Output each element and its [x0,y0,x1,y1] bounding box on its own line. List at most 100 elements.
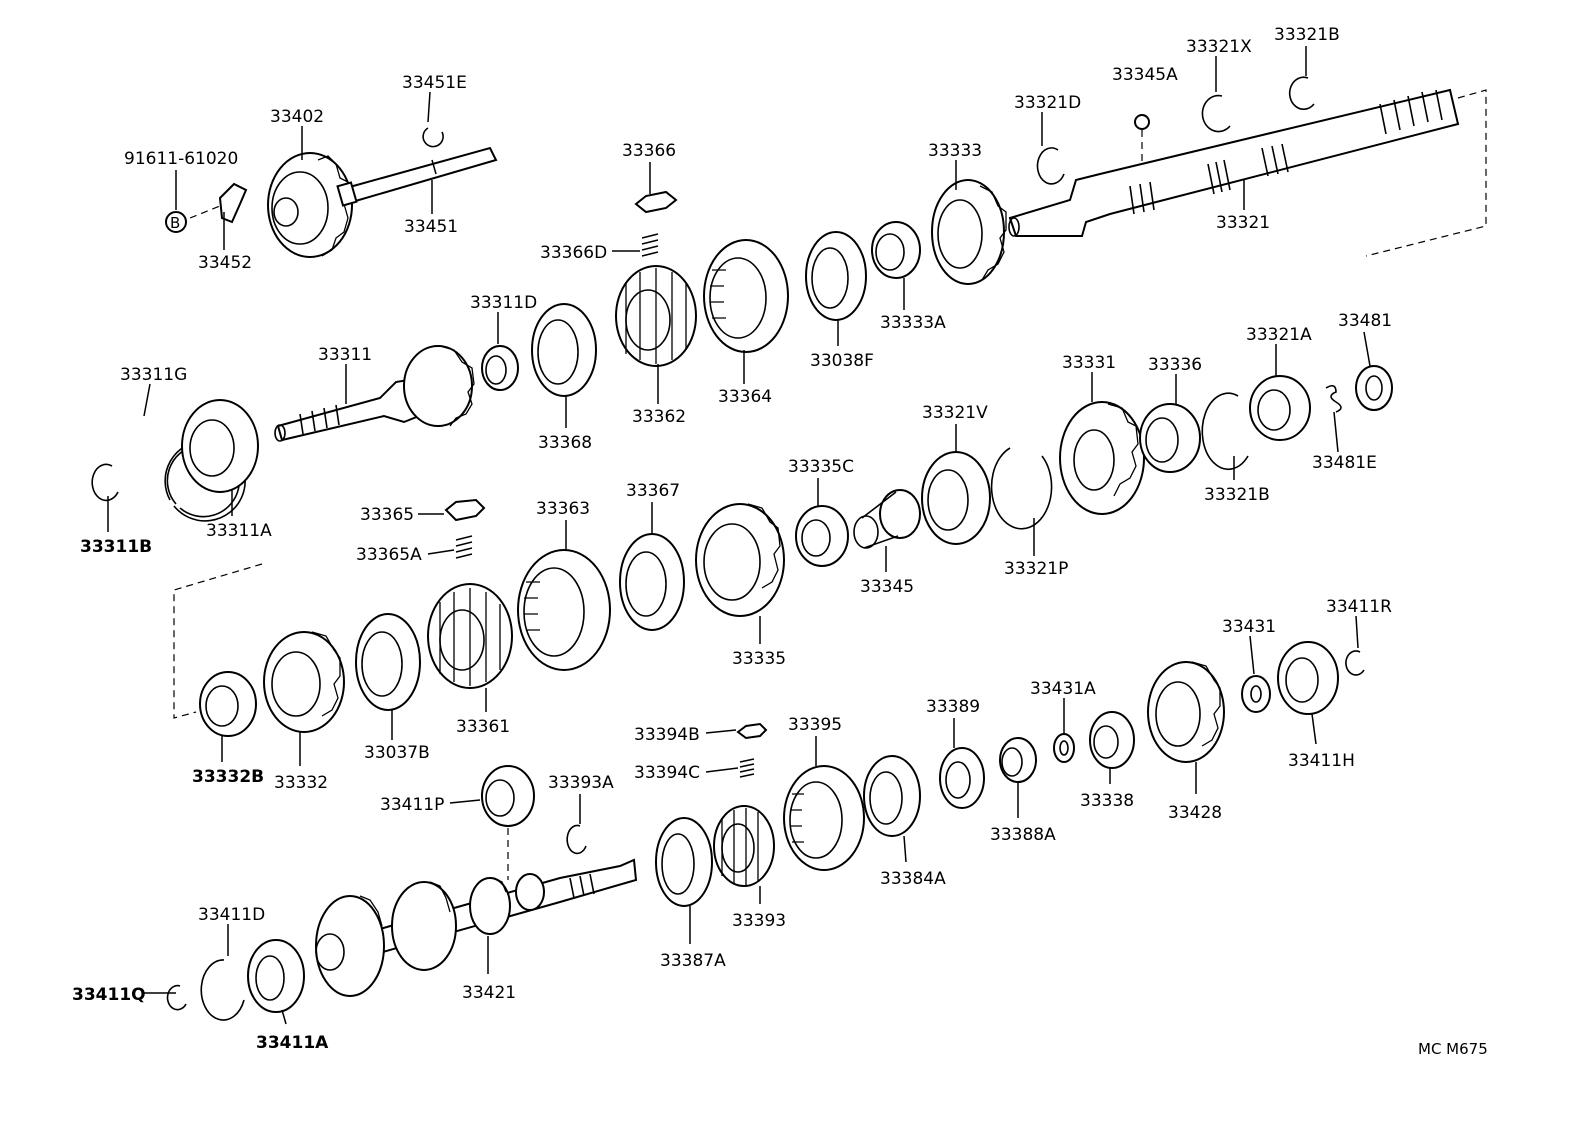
label-33452: 33452 [198,253,252,273]
label-33411P: 33411P [380,795,444,815]
ring-33368 [531,303,597,397]
key-33366 [634,190,678,214]
gear-33331 [1059,401,1145,515]
clip-33321D [1036,147,1065,185]
synchro-33387A [655,817,713,907]
bearing-33321V [921,451,991,545]
label-33365A: 33365A [356,545,422,565]
continuation-dash-mid [173,563,263,719]
label-33364: 33364 [718,387,772,407]
clip-33311B [91,463,119,502]
label-33411R: 33411R [1326,597,1392,617]
sleeve-33364 [703,239,789,353]
label-33389: 33389 [926,697,980,717]
label-33321B-mid: 33321B [1204,485,1270,505]
ball-33345A [1134,114,1150,130]
label-33311A: 33311A [206,521,272,541]
spring-33394C [739,758,755,778]
label-33421: 33421 [462,983,516,1003]
label-33361: 33361 [456,717,510,737]
label-33321A: 33321A [1246,325,1312,345]
label-33335: 33335 [732,649,786,669]
washer-33481 [1355,365,1393,411]
label-33321D: 33321D [1014,93,1081,113]
clip-33411R [1345,650,1365,676]
clip-33411Q [166,984,187,1011]
synchro-33384A [863,755,921,837]
hub-33362 [615,265,697,367]
collar-33388A [999,737,1037,783]
continuation-dash-top [1365,89,1487,257]
label-33037B: 33037B [364,743,430,763]
label-33345: 33345 [860,577,914,597]
clip-33321B-mid [1201,392,1249,470]
clip-33451E [422,127,444,148]
sleeve-33363 [517,549,611,671]
synchro-33038F [805,231,867,321]
label-33338: 33338 [1080,791,1134,811]
bearing-33311D [481,345,519,391]
label-33411D: 33411D [198,905,265,925]
gear-33428 [1147,661,1225,763]
label-33367: 33367 [626,481,680,501]
bolt-b-label: B [170,214,180,232]
sleeve-33395 [783,765,865,871]
label-33481: 33481 [1338,311,1392,331]
label-33393A: 33393A [548,773,614,793]
label-33363: 33363 [536,499,590,519]
shaft-33451 [336,146,498,207]
label-33366D: 33366D [540,243,607,263]
label-33333A: 33333A [880,313,946,333]
label-91611-61020: 91611-61020 [124,149,238,169]
synchro-33037B [355,613,421,711]
label-33335C: 33335C [788,457,854,477]
label-33311: 33311 [318,345,372,365]
label-33394C: 33394C [634,763,700,783]
label-33431A: 33431A [1030,679,1096,699]
clip-33393A [566,824,587,855]
snap-ring-33321P [990,447,1053,530]
hub-33361 [427,583,513,689]
bearing-33335C [795,505,849,567]
key-33365 [444,498,486,522]
collar-33345 [853,489,921,549]
shaft-33421 [315,858,638,997]
part-labels: 33451E 33402 91611-61020 33451 33452 333… [72,25,1488,1058]
label-33394B: 33394B [634,725,700,745]
shaft-33311 [274,345,475,442]
label-33428: 33428 [1168,803,1222,823]
label-33311B: 33311B [80,537,152,557]
label-33362: 33362 [632,407,686,427]
bearing-33321A [1249,375,1311,441]
label-33451E: 33451E [402,73,467,93]
bearing-33332B [199,671,257,737]
label-33388A: 33388A [990,825,1056,845]
bearing-33333A [871,221,921,279]
bearing-33411H [1277,641,1339,715]
label-33331: 33331 [1062,353,1116,373]
clip-33321X [1201,94,1231,133]
label-33395: 33395 [788,715,842,735]
ring-33389 [939,747,985,809]
bearing-33336 [1139,403,1201,473]
key-33452 [218,182,248,224]
label-33311G: 33311G [120,365,187,385]
label-33387A: 33387A [660,951,726,971]
clip-33321B-top [1288,76,1315,111]
leader-lines [107,46,1371,1025]
hub-33393 [713,805,775,887]
leader-dash [189,205,221,219]
label-33321V: 33321V [922,403,988,423]
label-33366: 33366 [622,141,676,161]
label-33038F: 33038F [810,351,874,371]
spring-33365A [455,535,473,559]
label-33332B: 33332B [192,767,264,787]
label-33402: 33402 [270,107,324,127]
clip-33481E [1325,384,1342,413]
label-33411H: 33411H [1288,751,1355,771]
label-33321P: 33321P [1004,559,1068,579]
label-33321B-top: 33321B [1274,25,1340,45]
spring-33366D [641,233,659,257]
key-33394B [736,722,768,740]
